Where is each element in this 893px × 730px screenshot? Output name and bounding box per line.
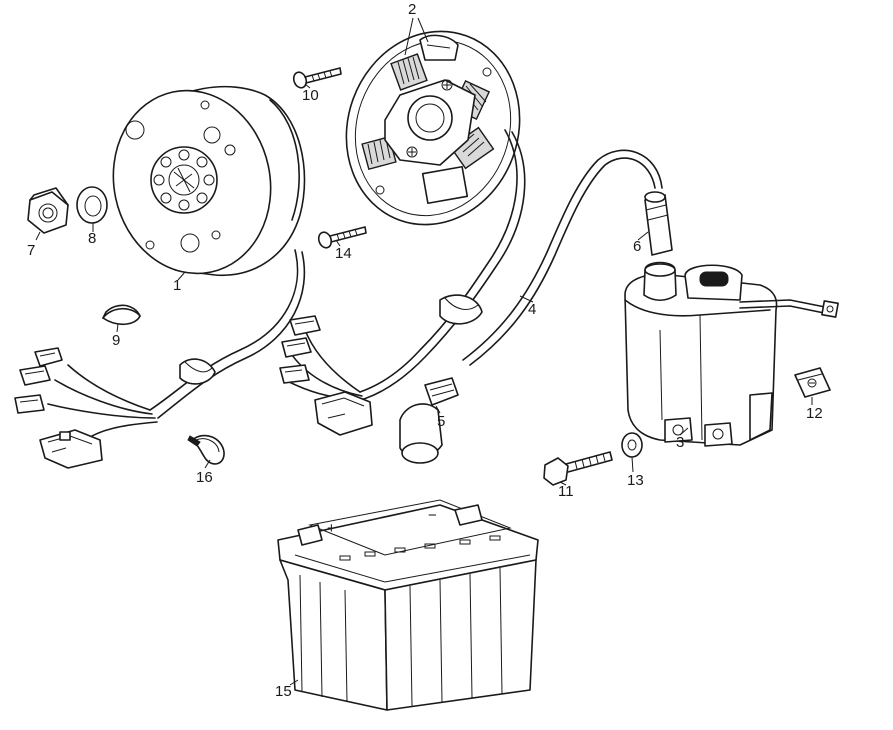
- callout-13: 13: [627, 472, 644, 489]
- cable-tie: [187, 434, 225, 465]
- callout-15: 15: [275, 683, 292, 700]
- nut: [27, 187, 69, 234]
- battery-minus-sign: −: [428, 507, 437, 524]
- stator: [345, 30, 521, 226]
- woodruff-key: [102, 304, 141, 325]
- stator-screw-upper: [292, 67, 342, 89]
- spark-plug-cap: [399, 377, 459, 464]
- flywheel-rotor: [112, 85, 306, 277]
- stator-wiring-harness: [279, 129, 526, 436]
- callout-14: 14: [335, 245, 352, 262]
- callout-12: 12: [806, 405, 823, 422]
- bolt-washer: [621, 432, 643, 458]
- callout-3: 3: [676, 434, 684, 451]
- callout-1: 1: [173, 277, 181, 294]
- callout-10: 10: [302, 87, 319, 104]
- rotor-wiring-harness: [14, 249, 306, 469]
- ignition-coil: [624, 261, 839, 447]
- callout-4: 4: [528, 301, 536, 318]
- ignition-ht-lead: [462, 149, 663, 366]
- washer: [76, 186, 108, 224]
- cable-terminal: [644, 191, 673, 256]
- callout-6: 6: [633, 238, 641, 255]
- mounting-bolt: [543, 451, 613, 486]
- callout-16: 16: [196, 469, 213, 486]
- battery-plus-sign: +: [327, 520, 336, 537]
- callout-7: 7: [27, 242, 35, 259]
- callout-9: 9: [112, 332, 120, 349]
- callout-numbers: 2 10 7 8 1 14 6 4 9 12 5 3 16 13 11 15: [27, 1, 823, 700]
- leader-lines: [35, 17, 813, 686]
- callout-11: 11: [558, 483, 574, 500]
- clip-nut: [794, 367, 831, 398]
- battery: + −: [277, 499, 539, 711]
- stator-screw-lower: [317, 226, 367, 249]
- callout-2: 2: [408, 1, 416, 18]
- callout-5: 5: [437, 413, 445, 430]
- callout-8: 8: [88, 230, 96, 247]
